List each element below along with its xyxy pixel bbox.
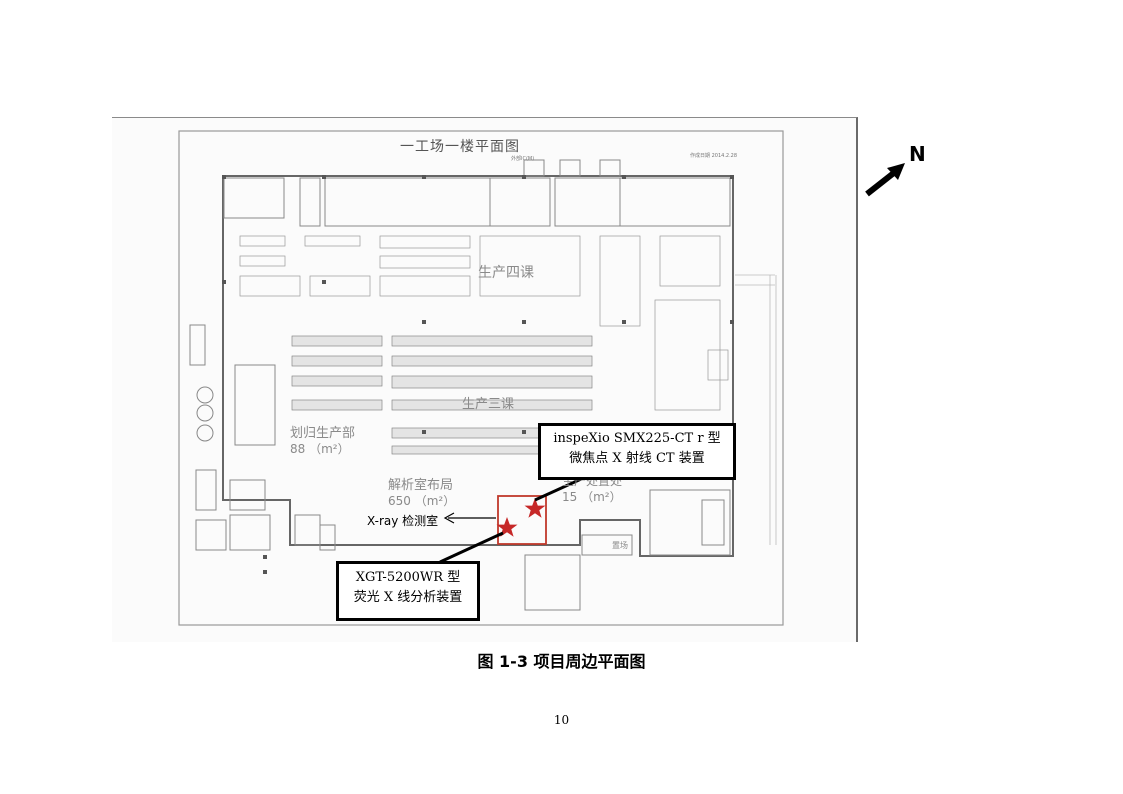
xgt-star-marker [496, 517, 518, 537]
xgt-leader-line [439, 531, 504, 564]
analysis-area-label: 650 （m²） [388, 494, 456, 508]
analysis-room-label: 解析室布局 [388, 478, 454, 493]
plan-date-label: 作成日期 2014.2.28 [690, 153, 738, 159]
production-4-label: 生产四课 [478, 265, 534, 281]
xray-room-label: X-ray 检测室 [367, 514, 439, 528]
figure-caption: 图 1-3 项目周边平面图 [477, 652, 646, 671]
page-number: 10 [553, 713, 570, 727]
production-3-label: 生产三课 [462, 397, 515, 412]
processing-area-label: 15 （m²） [562, 490, 622, 504]
ct-callout-line1: inspeXio SMX225-CT r 型 [553, 431, 721, 446]
north-arrow-icon [865, 163, 905, 197]
plan-title: 一工场一楼平面图 [400, 139, 520, 155]
plan-corridor-label: 外部IC(M) [511, 156, 535, 162]
xgt-callout-line1: XGT-5200WR 型 [355, 570, 461, 585]
ct-device-callout: inspeXio SMX225-CT r 型 微焦点 X 射线 CT 装置 [538, 423, 736, 480]
xgt-device-callout: XGT-5200WR 型 荧光 X 线分析装置 [336, 561, 480, 621]
plaza-label: 置场 [612, 541, 628, 550]
ct-star-marker [524, 498, 546, 518]
xray-arrow-head [443, 512, 455, 524]
planning-area-label: 88 （m²） [290, 442, 350, 456]
xgt-callout-line2: 荧光 X 线分析装置 [353, 590, 463, 605]
north-label: N [909, 142, 926, 166]
ct-callout-line2: 微焦点 X 射线 CT 装置 [569, 451, 705, 466]
planning-dept-label: 划归生产部 [290, 426, 356, 441]
xray-room-highlight [497, 495, 547, 545]
